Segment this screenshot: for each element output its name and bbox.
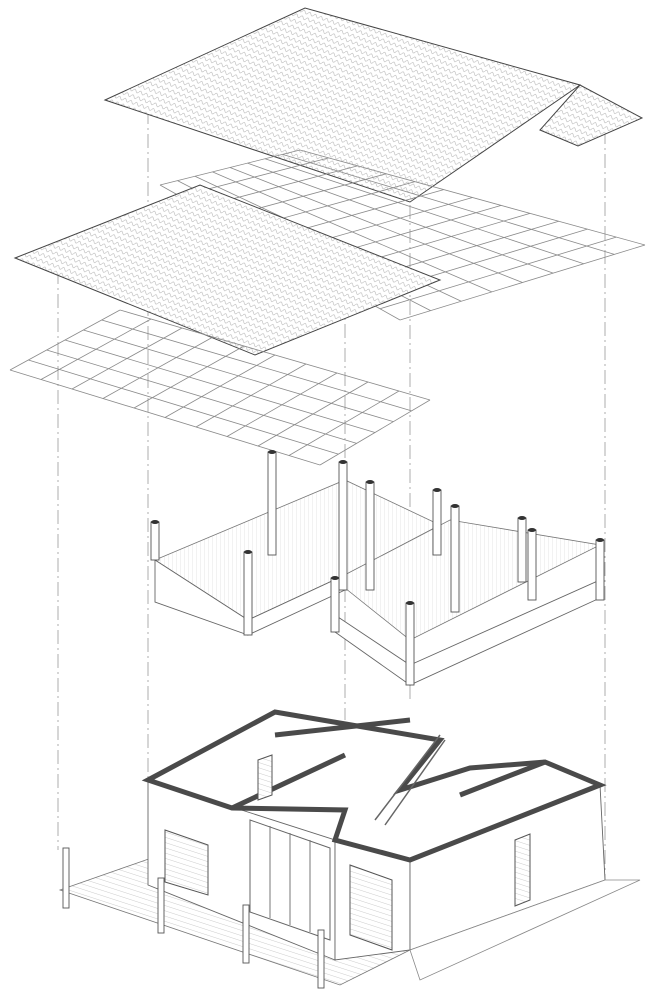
post-cap	[331, 576, 339, 580]
post-cap	[451, 504, 459, 508]
post	[365, 481, 375, 591]
purlin	[9, 309, 121, 371]
deck-posts	[62, 847, 325, 989]
purlin	[195, 363, 307, 428]
post-cap	[244, 550, 252, 554]
entry-door	[249, 819, 331, 941]
lower-rafter-grid	[9, 309, 431, 466]
post	[330, 577, 340, 633]
purlin	[399, 244, 646, 321]
post-cap	[151, 520, 159, 524]
purlin	[133, 345, 245, 409]
upper-roof	[103, 7, 644, 203]
purlin	[379, 236, 617, 310]
post-cap	[406, 601, 414, 605]
post	[150, 521, 160, 561]
ground-floor	[58, 709, 641, 989]
post-cap	[518, 516, 526, 520]
post	[338, 461, 348, 591]
post	[405, 602, 415, 686]
purlin	[164, 354, 276, 418]
post-cap	[339, 460, 347, 464]
post	[243, 551, 253, 636]
upper-frame-with-railings	[150, 450, 605, 686]
post-cap	[366, 480, 374, 484]
purlin	[226, 372, 338, 437]
post	[432, 489, 442, 556]
post	[595, 539, 605, 601]
lower-roof	[13, 184, 442, 356]
post-cap	[433, 488, 441, 492]
purlin	[288, 390, 400, 456]
purlin	[159, 149, 301, 186]
purlin	[319, 399, 431, 466]
post	[517, 517, 527, 583]
purlin	[257, 381, 369, 447]
post-cap	[528, 528, 536, 532]
post	[450, 505, 460, 613]
post	[267, 451, 277, 556]
post	[527, 529, 537, 601]
post-cap	[596, 538, 604, 542]
purlin	[71, 327, 183, 390]
post-cap	[268, 450, 276, 454]
purlin	[40, 318, 152, 380]
window-shutters	[164, 754, 531, 951]
purlin	[102, 336, 214, 399]
